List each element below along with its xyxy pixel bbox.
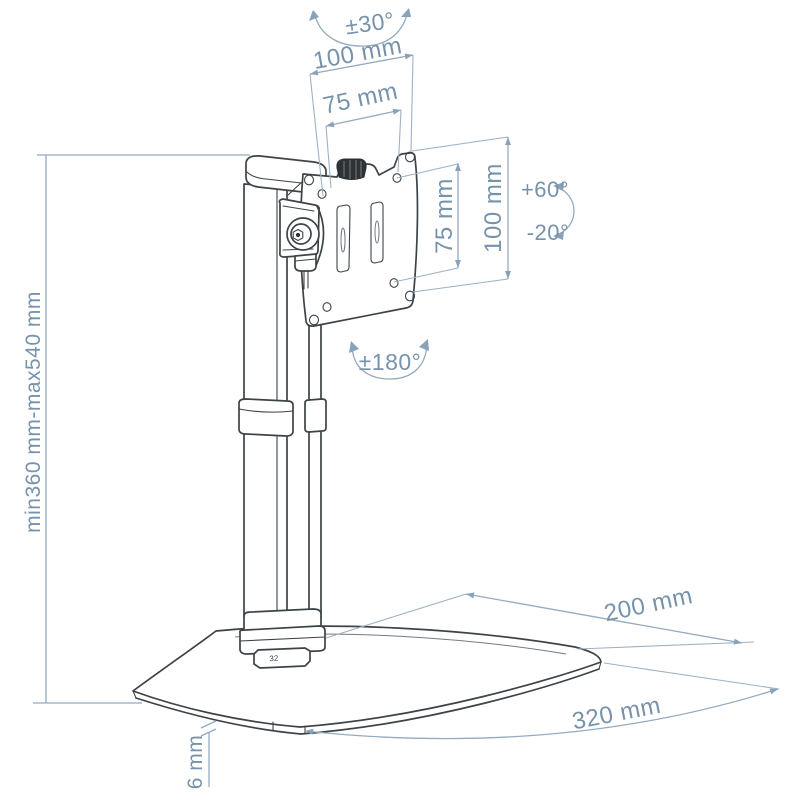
- vesa-hole-inner-br: [389, 278, 399, 288]
- hinge-bolt-center: [295, 232, 301, 238]
- vesa-plate-outline: [299, 152, 419, 327]
- depth-ext-left: [325, 593, 467, 639]
- base-bevel-edge: [135, 668, 600, 735]
- knob-ridges: [343, 160, 362, 179]
- vesa-height-outer-label: 100 mm: [480, 163, 507, 253]
- vesa-slot-right-detail: [374, 220, 380, 244]
- width-outer-ext-right: [410, 54, 414, 153]
- depth-arrow-left: [466, 592, 475, 599]
- width-inner-arrow-right: [392, 108, 401, 115]
- depth-arrow-right: [733, 638, 742, 645]
- tilt-top-arc: [313, 9, 409, 47]
- tilt-range-dimension: +60° -20°: [521, 177, 575, 245]
- base-width-label: 320 mm: [570, 692, 663, 736]
- height-range-dimension: min360 mm-max540 mm: [22, 154, 250, 704]
- collar-curve: [238, 408, 294, 413]
- base-bevel-corner-left: [132, 690, 137, 699]
- vesa-hole-outer-tr: [404, 151, 416, 163]
- base-bevel-corner-right: [598, 661, 602, 670]
- height-range-label: min360 mm-max540 mm: [22, 291, 45, 533]
- tilt-top-arrow-right: [401, 8, 411, 17]
- rotation-arrow-left: [349, 341, 359, 353]
- connector-foot: [253, 647, 311, 669]
- collar-band: [238, 398, 294, 437]
- vesa-slot-left-detail: [340, 227, 346, 253]
- thickness-tick-1: [200, 720, 217, 729]
- hinge-locknut: [294, 253, 317, 272]
- hinge-stem: [303, 270, 309, 290]
- width-outer-ext-left: [309, 73, 324, 197]
- tension-knob: [336, 158, 367, 180]
- hinge-boss-mid: [290, 223, 312, 245]
- width-outer-arrow-left: [310, 69, 319, 76]
- width-inner-ext-right: [397, 109, 402, 173]
- width-outer-arrow-right: [404, 53, 413, 60]
- height-outer-arrow-bottom: [505, 271, 511, 279]
- rotation-arc: [351, 341, 428, 380]
- depth-ext-right: [577, 641, 755, 650]
- tilt-top-arrow-left: [309, 10, 319, 21]
- base-top-surface: [132, 625, 602, 728]
- height-outer-ext-bottom: [412, 278, 509, 293]
- depth-dim-line: [465, 593, 743, 644]
- vesa-slot-right: [370, 201, 384, 264]
- base-plate: [132, 625, 602, 735]
- hinge-cam-arc: [314, 205, 325, 269]
- rotation-dimension: ±180°: [349, 339, 429, 380]
- stand-artwork: 32: [132, 151, 602, 735]
- connector-ring-divider: [239, 636, 326, 642]
- rotation-arrow-right: [419, 339, 429, 351]
- vesa-plate: [278, 151, 419, 327]
- hinge-bolt-hex: [292, 228, 304, 242]
- vesa-hole-inner-tr: [392, 173, 402, 183]
- vesa-hole-outer-br: [404, 290, 416, 302]
- width-inner-arrow-left: [326, 121, 335, 128]
- tilt-down-label: -20°: [527, 220, 570, 245]
- base-thickness-dimension: 6 mm: [184, 720, 217, 790]
- vesa-width-outer-label: 100 mm: [311, 32, 404, 75]
- tilt-hinge: [278, 198, 325, 290]
- vesa-height-inner-dimension: 75 mm: [393, 163, 461, 283]
- width-dim-line: [304, 688, 779, 740]
- base-connector: 32: [239, 608, 326, 669]
- connector-ring-2: [239, 625, 326, 655]
- vesa-width-inner-label: 75 mm: [321, 78, 401, 120]
- width-arrow-right: [769, 688, 778, 695]
- height-inner-arrow-top: [455, 163, 461, 171]
- height-inner-ext-bottom: [393, 267, 459, 283]
- tilt-arrow-down: [553, 231, 564, 240]
- width-inner-ext-left: [325, 125, 332, 189]
- cap-plate-link-1: [287, 180, 304, 196]
- rail-clamp: [304, 398, 327, 433]
- vesa-hole-outer-bl: [308, 314, 320, 326]
- width-outer-dim-line: [309, 54, 414, 75]
- hinge-locknut-line: [294, 258, 317, 262]
- dimension-annotations: min360 mm-max540 mm ±30° 100 mm 75 mm: [22, 7, 780, 790]
- rotation-label: ±180°: [359, 349, 422, 375]
- vesa-hole-outer-tl: [303, 174, 315, 186]
- foot-size-mark: 32: [269, 654, 279, 663]
- tilt-up-label: +60°: [521, 177, 569, 202]
- hinge-bracket-top-edge: [282, 205, 315, 212]
- height-inner-arrow-bottom: [455, 260, 461, 268]
- vesa-hole-inner-bl: [322, 302, 332, 312]
- height-outer-ext-top: [411, 136, 509, 152]
- column-collar: [238, 398, 294, 437]
- base-depth-label: 200 mm: [602, 582, 695, 627]
- vesa-slot-left: [336, 204, 351, 273]
- base-thickness-label: 6 mm: [184, 735, 207, 790]
- vesa-height-inner-label: 75 mm: [431, 178, 458, 254]
- width-ext-right: [603, 662, 780, 690]
- height-inner-ext-top: [396, 163, 459, 179]
- tilt-arrow-up: [553, 182, 564, 191]
- width-arrow-left: [305, 728, 314, 735]
- height-outer-arrow-top: [505, 137, 511, 145]
- width-inner-dim-line: [325, 109, 402, 127]
- vesa-height-outer-dimension: 100 mm: [411, 136, 511, 293]
